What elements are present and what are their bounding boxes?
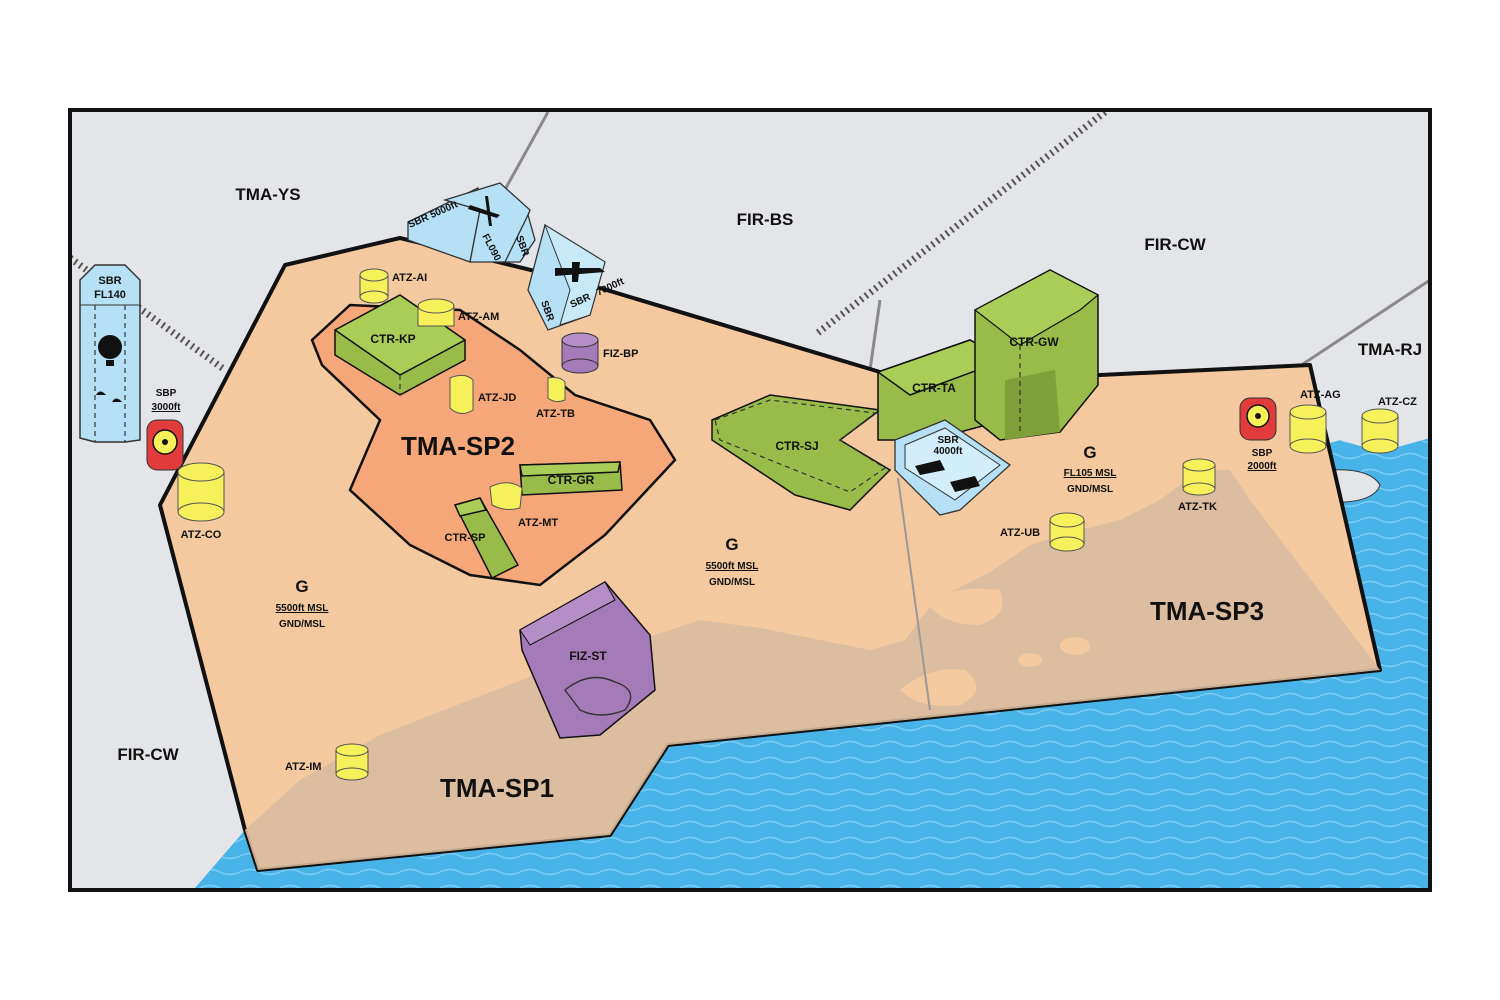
label-fiz-bp: FIZ-BP	[603, 348, 638, 360]
atz-ub-cylinder	[1049, 512, 1085, 552]
atz-ai-cylinder	[359, 268, 389, 304]
atz-am-cylinder	[417, 298, 455, 327]
internal-divider	[897, 477, 931, 711]
class-g-lower: GND/MSL	[709, 577, 755, 588]
label-atz-ub: ATZ-UB	[1000, 527, 1040, 539]
coastal-zone	[245, 470, 1380, 870]
label-ctr-sp: CTR-SP	[445, 532, 486, 544]
class-g-center: G 5500ft MSL GND/MSL	[706, 535, 759, 588]
class-g-upper: 5500ft MSL	[706, 561, 759, 572]
balloon-icon	[98, 335, 122, 359]
label-sbp-west-title: SBP	[156, 388, 177, 399]
label-fir-bs: FIR-BS	[737, 210, 794, 229]
class-g-lower: GND/MSL	[1067, 484, 1113, 495]
label-ctr-sj: CTR-SJ	[775, 439, 818, 453]
atz-co-cylinder	[177, 462, 225, 522]
label-fir-cw-left: FIR-CW	[117, 745, 179, 764]
label-ctr-ta: CTR-TA	[912, 381, 956, 395]
sbr-west-tower	[79, 264, 141, 443]
fiz-st-shape	[519, 581, 656, 739]
parachute-icon	[96, 391, 106, 395]
sbr-heli-block	[894, 419, 1012, 516]
label-tma-sp1: TMA-SP1	[440, 773, 554, 803]
atz-cz-cylinder	[1361, 408, 1399, 454]
label-sbr-west-limit: FL140	[94, 289, 126, 301]
ctr-ta-shape	[876, 339, 1007, 441]
label-atz-cz: ATZ-CZ	[1378, 396, 1417, 408]
map-frame	[68, 108, 1432, 892]
label-tma-sp2: TMA-SP2	[401, 431, 515, 461]
atz-ag-cylinder	[1289, 404, 1327, 454]
ctr-sj-shape	[711, 394, 892, 511]
class-g-letter: G	[1083, 443, 1096, 462]
label-tma-sp3: TMA-SP3	[1150, 596, 1264, 626]
ctr-sp-shape	[453, 497, 520, 580]
label-sbr-heli-limit: 4000ft	[934, 446, 964, 457]
label-atz-jd: ATZ-JD	[478, 392, 516, 404]
label-ctr-kp: CTR-KP	[370, 332, 415, 346]
class-g-upper: FL105 MSL	[1064, 468, 1117, 479]
atz-tb-cylinder	[547, 377, 566, 403]
label-atz-ai: ATZ-AI	[392, 272, 427, 284]
plane-icon	[555, 268, 605, 276]
atz-jd-cylinder	[449, 374, 474, 414]
label-sbp-west-limit: 3000ft	[152, 402, 182, 413]
label-sbp-east-limit: 2000ft	[1248, 461, 1278, 472]
sbr-plane-block	[527, 223, 606, 331]
class-g-letter: G	[725, 535, 738, 554]
label-tma-ys: TMA-YS	[235, 185, 300, 204]
label-ctr-gr: CTR-GR	[548, 473, 595, 487]
label-atz-ag: ATZ-AG	[1300, 389, 1341, 401]
label-sbp-east-title: SBP	[1252, 448, 1273, 459]
label-atz-mt: ATZ-MT	[518, 517, 558, 529]
label-fiz-st: FIZ-ST	[569, 649, 607, 663]
label-fir-cw-top: FIR-CW	[1144, 235, 1206, 254]
helicopter-icon	[915, 460, 945, 475]
label-atz-am: ATZ-AM	[458, 311, 499, 323]
sea-waves	[195, 432, 1430, 888]
class-g-upper: 5500ft MSL	[276, 603, 329, 614]
label-sbr-heli-title: SBR	[937, 435, 959, 446]
class-g-lower: GND/MSL	[279, 619, 325, 630]
class-g-letter: G	[295, 577, 308, 596]
ctr-gw-shape	[973, 269, 1100, 441]
label-atz-im: ATZ-IM	[285, 761, 321, 773]
label-ctr-gw: CTR-GW	[1009, 335, 1059, 349]
label-atz-tk: ATZ-TK	[1178, 501, 1217, 513]
label-atz-co: ATZ-CO	[181, 529, 222, 541]
label-sbr-west-title: SBR	[98, 275, 121, 287]
class-g-east: G FL105 MSL GND/MSL	[1064, 443, 1117, 495]
atz-mt-cylinder	[489, 482, 523, 510]
ctr-gr-shape	[519, 461, 623, 496]
label-tma-rj: TMA-RJ	[1358, 340, 1422, 359]
atz-cylinders	[177, 268, 1399, 781]
glider-icon	[468, 196, 500, 226]
fiz-bp-shape	[561, 332, 599, 374]
atz-im-cylinder	[335, 743, 369, 781]
coastal-spots	[900, 588, 1090, 706]
sbp-east-marker	[1239, 397, 1277, 441]
sbp-west-marker	[146, 419, 184, 471]
atz-tk-cylinder	[1182, 458, 1216, 496]
sbr-glider-blocks	[407, 182, 536, 263]
label-atz-tb: ATZ-TB	[536, 408, 575, 420]
class-g-west: G 5500ft MSL GND/MSL	[276, 577, 329, 630]
